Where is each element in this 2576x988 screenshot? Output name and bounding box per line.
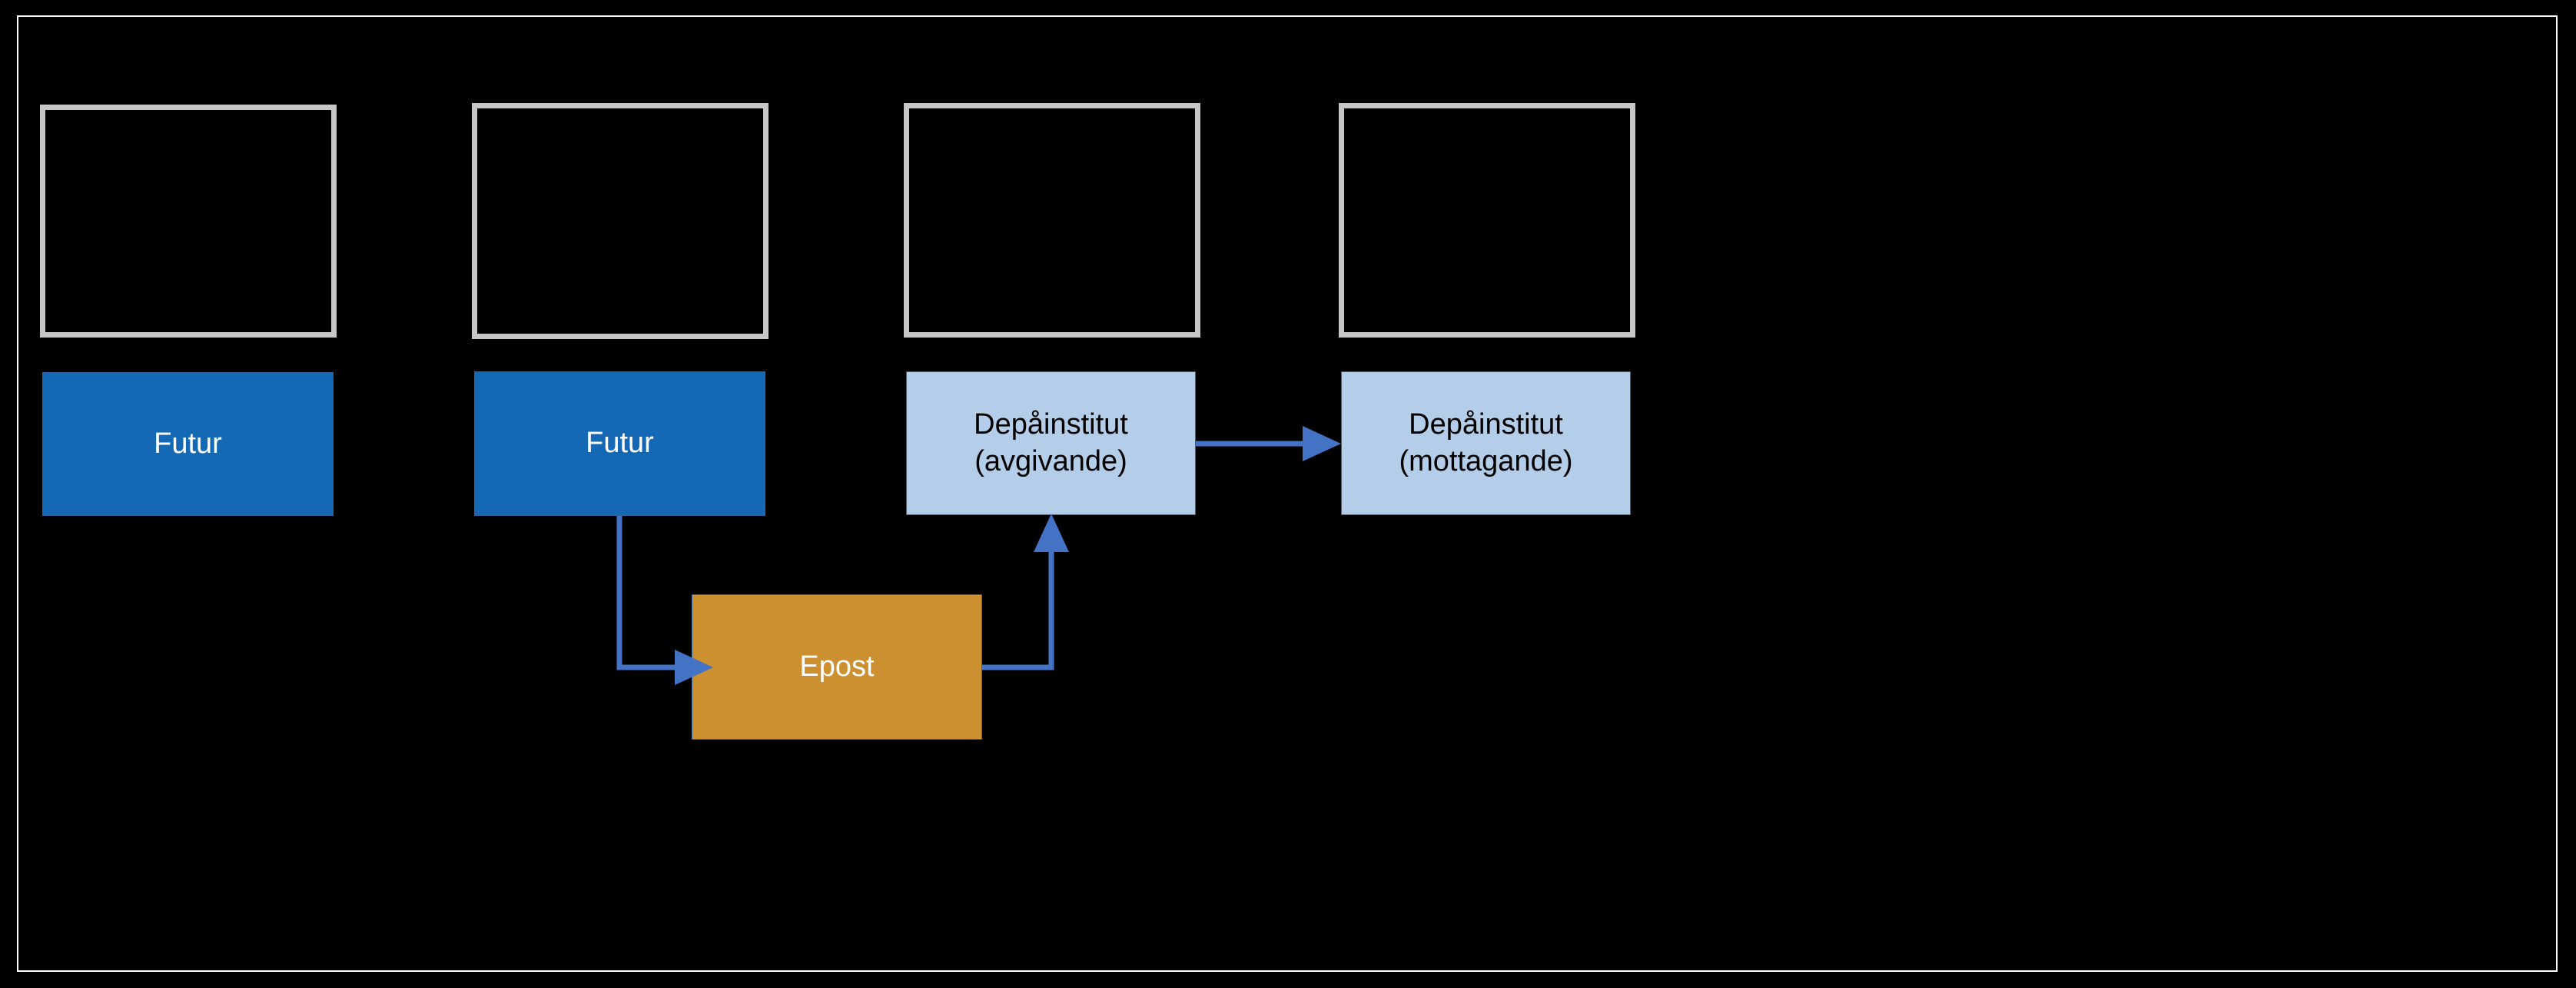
connector-epost-to-depainstitut-avgivande[interactable] bbox=[982, 514, 1069, 670]
connector-depainstitut-avgivande-to-mottagande[interactable] bbox=[1196, 426, 1341, 461]
arrowhead-right-icon bbox=[1303, 426, 1341, 461]
arrowhead-right-icon bbox=[675, 650, 713, 685]
node-epost[interactable]: Epost bbox=[692, 594, 982, 740]
node-depainstitut-mottagande[interactable]: Depåinstitut (mottagande) bbox=[1341, 371, 1631, 515]
node-futur-1[interactable]: Futur bbox=[42, 372, 334, 516]
lane-box-1[interactable] bbox=[40, 105, 337, 338]
connector-futur2-to-epost[interactable] bbox=[616, 516, 713, 685]
node-epost-label: Epost bbox=[799, 650, 875, 683]
node-depainstitut-mottagande-label: Depåinstitut (mottagande) bbox=[1399, 408, 1573, 477]
node-futur-1-label: Futur bbox=[154, 427, 222, 460]
lane-box-2[interactable] bbox=[472, 103, 768, 339]
arrowhead-up-icon bbox=[1034, 514, 1069, 552]
lane-box-3[interactable] bbox=[904, 103, 1200, 338]
node-depainstitut-avgivande-label: Depåinstitut (avgivande) bbox=[974, 408, 1128, 477]
node-depainstitut-avgivande[interactable]: Depåinstitut (avgivande) bbox=[906, 371, 1196, 515]
node-futur-2[interactable]: Futur bbox=[474, 371, 765, 516]
lane-box-4[interactable] bbox=[1339, 103, 1635, 338]
node-futur-2-label: Futur bbox=[586, 427, 654, 460]
